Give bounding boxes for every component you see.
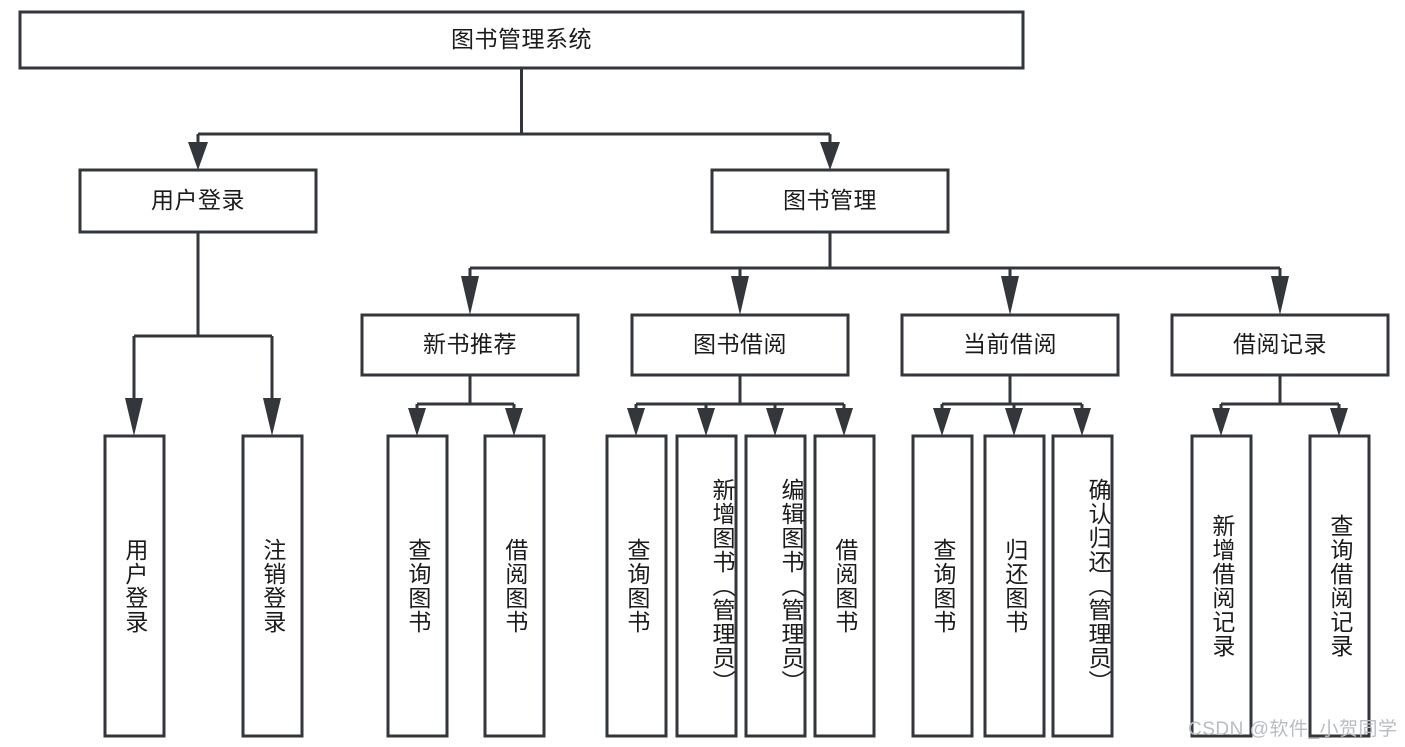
- arrow-head-leaf-logout: [263, 398, 281, 436]
- arrow-head-leaf-confirm-return: [1073, 408, 1091, 436]
- arrow-head-user-login: [188, 142, 208, 170]
- connector-group-book-borrow: [627, 375, 853, 436]
- connector-group-root: [188, 68, 840, 170]
- arrow-head-leaf-query-book-1: [408, 408, 426, 436]
- leaf-box-user-login[interactable]: [103, 434, 166, 738]
- arrow-head-leaf-add-book: [697, 408, 715, 436]
- arrow-head-book-borrow: [731, 276, 749, 315]
- leaf-box-borrow-book-2[interactable]: [813, 434, 876, 738]
- leaf-box-logout[interactable]: [241, 434, 304, 738]
- leaf-box-confirm-return[interactable]: [1051, 434, 1114, 738]
- arrow-head-new-book-rec: [461, 276, 479, 315]
- arrow-head-book-manage: [820, 142, 840, 170]
- leaf-box-query-book-2[interactable]: [605, 434, 668, 738]
- arrow-head-borrow-record: [1271, 276, 1289, 315]
- leaf-box-query-book-3[interactable]: [911, 434, 974, 738]
- connector-group-new-book-rec: [408, 375, 523, 436]
- leaf-box-return-book[interactable]: [983, 434, 1046, 738]
- node-box-book-borrow[interactable]: [630, 313, 850, 377]
- node-box-root[interactable]: [18, 10, 1025, 70]
- leaf-box-edit-book[interactable]: [744, 434, 807, 738]
- connector-group-current-borrow: [933, 375, 1091, 436]
- leaf-box-query-record[interactable]: [1308, 434, 1371, 738]
- arrow-head-current-borrow: [1001, 276, 1019, 315]
- node-box-book-manage[interactable]: [710, 168, 950, 234]
- leaf-box-query-book-1[interactable]: [386, 434, 449, 738]
- leaf-box-add-book[interactable]: [675, 434, 738, 738]
- arrow-head-leaf-query-record: [1330, 408, 1348, 436]
- arrow-head-leaf-query-book-2: [627, 408, 645, 436]
- node-box-current-borrow[interactable]: [900, 313, 1120, 377]
- connector-group-book-manage: [461, 232, 1289, 315]
- arrow-head-leaf-return-book: [1005, 408, 1023, 436]
- leaf-box-add-record[interactable]: [1190, 434, 1253, 738]
- node-box-user-login[interactable]: [78, 168, 318, 234]
- arrow-head-leaf-user-login: [125, 398, 143, 436]
- arrow-head-leaf-borrow-book-1: [505, 408, 523, 436]
- connector-group-user-login: [125, 232, 281, 436]
- arrow-head-leaf-query-book-3: [933, 408, 951, 436]
- arrow-head-leaf-edit-book: [766, 408, 784, 436]
- arrow-head-leaf-borrow-book-2: [835, 408, 853, 436]
- node-box-borrow-record[interactable]: [1170, 313, 1390, 377]
- leaf-box-borrow-book-1[interactable]: [483, 434, 546, 738]
- arrow-head-leaf-add-record: [1212, 408, 1230, 436]
- csdn-watermark: CSDN @软件_小贺同学: [1188, 719, 1398, 740]
- node-box-new-book-rec[interactable]: [360, 313, 580, 377]
- connector-group-borrow-record: [1212, 375, 1348, 436]
